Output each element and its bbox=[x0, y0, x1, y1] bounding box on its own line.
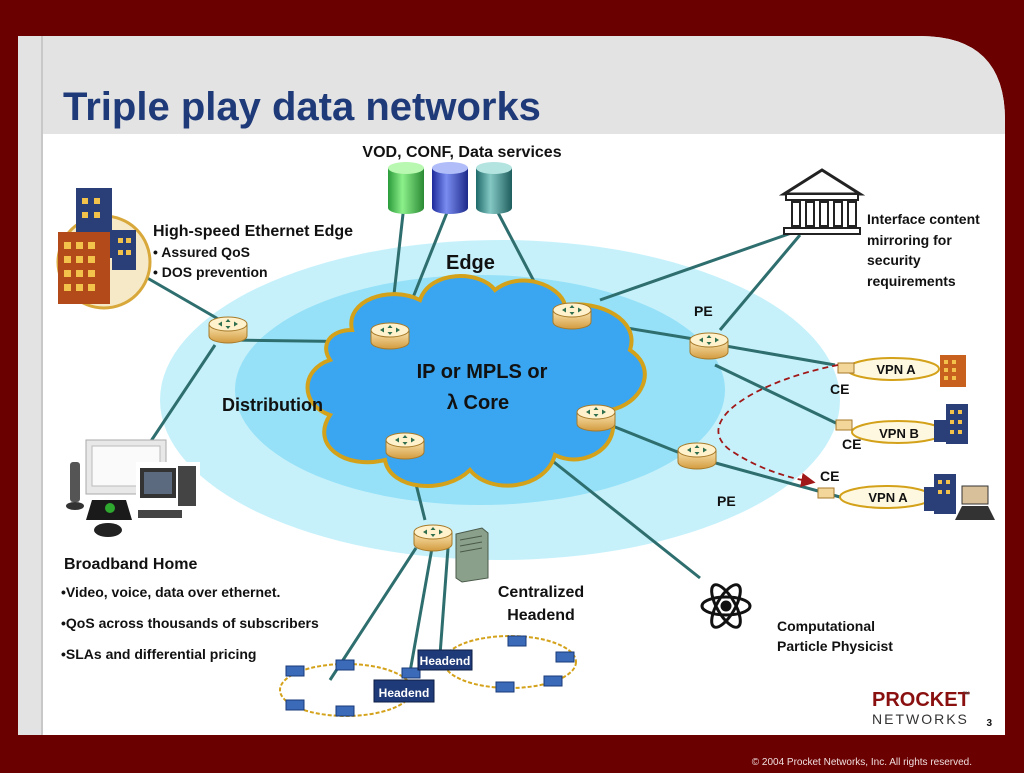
interface-content-line: requirements bbox=[867, 273, 956, 289]
logo-line1: PROCKET bbox=[872, 689, 970, 711]
router-icon bbox=[413, 524, 453, 552]
logo-tm: ™ bbox=[962, 690, 970, 699]
router-icon bbox=[552, 302, 592, 330]
centralized-headend-line: Headend bbox=[507, 607, 575, 624]
procket-logo: PROCKET ™ NETWORKS bbox=[872, 689, 970, 727]
vpn-a-path bbox=[717, 364, 839, 488]
router-icon bbox=[677, 442, 717, 470]
atom-icon bbox=[700, 583, 752, 629]
office-building-icon bbox=[940, 355, 966, 387]
ce-label: CE bbox=[820, 468, 839, 484]
interface-content-line: security bbox=[867, 252, 921, 268]
vpn-tunnel: VPN B bbox=[835, 419, 945, 444]
router-icon bbox=[576, 404, 616, 432]
vpn-label: VPN A bbox=[868, 490, 908, 505]
left-band bbox=[18, 36, 42, 735]
database-icon bbox=[432, 162, 468, 214]
ethernet-edge-bullet: • Assured QoS bbox=[153, 244, 250, 260]
page-title: Triple play data networks bbox=[63, 85, 541, 129]
headend-box bbox=[417, 649, 473, 671]
office-building-icon bbox=[56, 188, 152, 310]
broadband-home-bullet: •QoS across thousands of subscribers bbox=[61, 615, 319, 631]
vpn-tunnel: VPN A bbox=[837, 357, 940, 381]
copyright: © 2004 Procket Networks, Inc. All rights… bbox=[752, 757, 972, 768]
centralized-headend-line: Centralized bbox=[498, 584, 584, 601]
physicist-line: Computational bbox=[777, 618, 875, 634]
office-building-icon bbox=[934, 404, 968, 444]
vpn-label: VPN B bbox=[879, 426, 919, 441]
edge-label: Edge bbox=[446, 252, 495, 274]
distribution-label: Distribution bbox=[222, 395, 323, 415]
laptop-icon bbox=[955, 485, 995, 520]
pe-label: PE bbox=[694, 303, 713, 319]
interface-content-line: mirroring for bbox=[867, 232, 952, 248]
broadband-home-bullet: •SLAs and differential pricing bbox=[61, 646, 256, 662]
router-icon bbox=[385, 432, 425, 460]
vpn-label: VPN A bbox=[876, 362, 916, 377]
physicist-line: Particle Physicist bbox=[777, 638, 893, 654]
headend-box bbox=[373, 679, 435, 703]
government-building-icon bbox=[778, 168, 866, 235]
database-icon bbox=[388, 162, 424, 214]
router-icon bbox=[208, 316, 248, 344]
ce-label: CE bbox=[830, 381, 849, 397]
page-number: 3 bbox=[986, 718, 992, 729]
router-icon bbox=[689, 332, 729, 360]
logo-line2: NETWORKS bbox=[872, 711, 969, 727]
core-label-line1: IP or MPLS or bbox=[417, 361, 548, 383]
core-label-line2: λ Core bbox=[447, 392, 509, 414]
home-equipment-icon bbox=[66, 439, 200, 537]
broadband-home-bullet: •Video, voice, data over ethernet. bbox=[61, 584, 280, 600]
headend-label: Headend bbox=[379, 686, 430, 700]
ethernet-edge-bullet: • DOS prevention bbox=[153, 264, 268, 280]
title-band bbox=[18, 36, 1005, 134]
pe-label: PE bbox=[717, 493, 736, 509]
server-icon bbox=[455, 527, 489, 583]
ring-nodes bbox=[285, 635, 575, 717]
office-building-icon bbox=[924, 474, 956, 514]
headend-label: Headend bbox=[420, 654, 471, 668]
vod-label: VOD, CONF, Data services bbox=[362, 144, 561, 161]
database-icon bbox=[476, 162, 512, 214]
router-icon bbox=[370, 322, 410, 350]
interface-content-line: Interface content bbox=[867, 211, 980, 227]
vpn-tunnel: VPN A bbox=[817, 485, 933, 509]
ethernet-edge-heading: High-speed Ethernet Edge bbox=[153, 223, 353, 240]
ce-label: CE bbox=[842, 436, 861, 452]
broadband-home-heading: Broadband Home bbox=[64, 556, 197, 573]
